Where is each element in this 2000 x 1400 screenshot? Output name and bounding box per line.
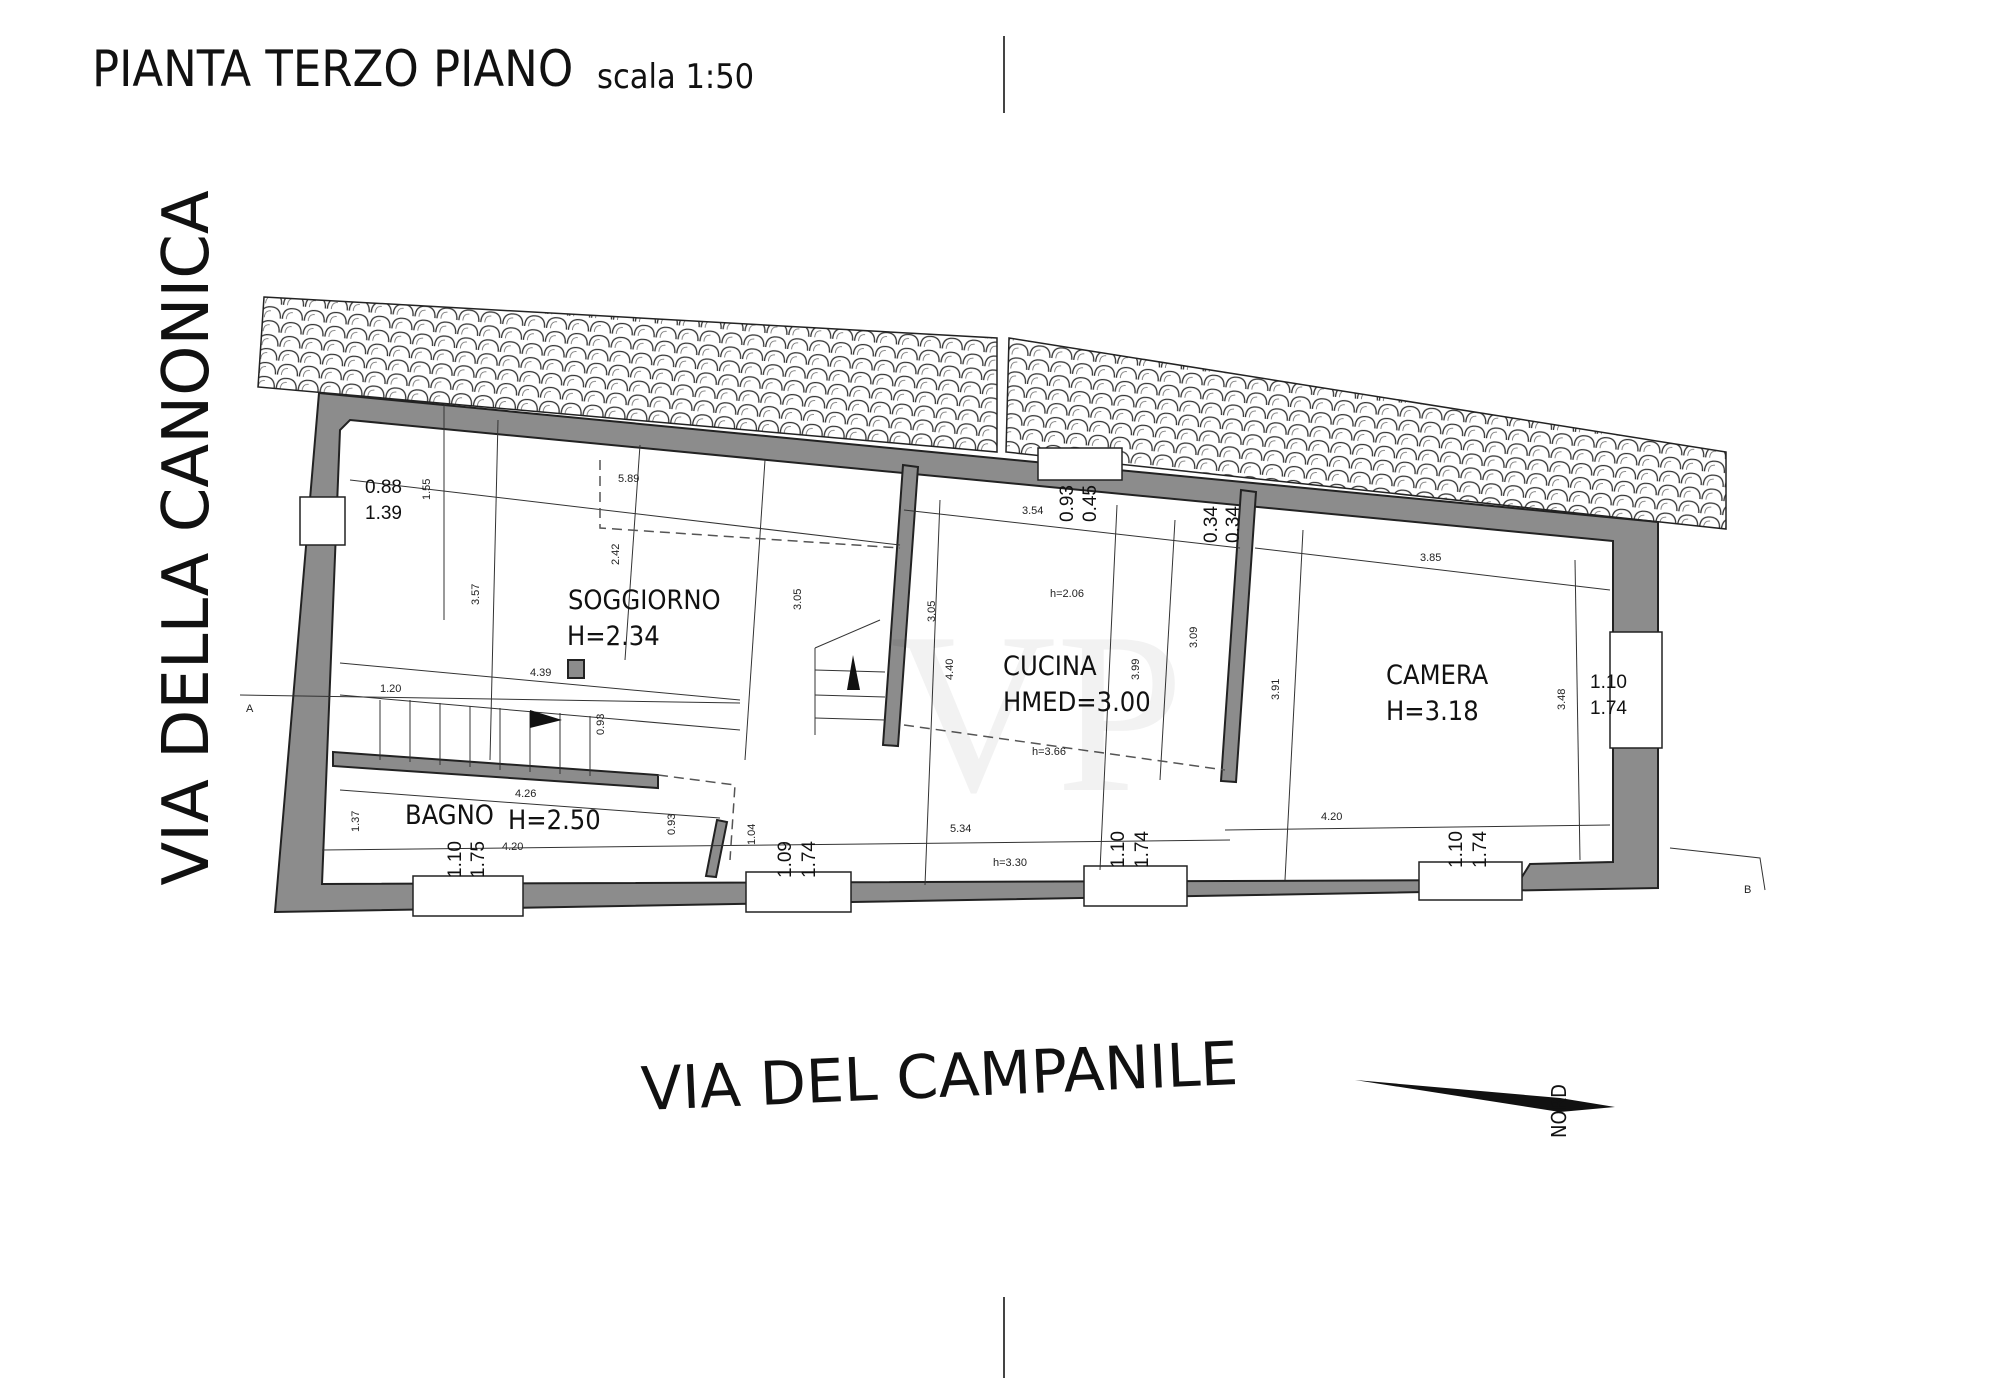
dim-label: 4.26 bbox=[515, 788, 536, 800]
wall-soggiorno-cucina bbox=[881, 463, 920, 748]
roof-tiles-right bbox=[1005, 337, 1727, 530]
room-bagno-height: H=2.50 bbox=[508, 805, 601, 836]
dim-label: 3.57 bbox=[470, 584, 482, 605]
dim-label: 1.10 bbox=[1446, 831, 1467, 868]
roof-projection-dashed bbox=[599, 460, 901, 549]
dim-label: 1.74 bbox=[799, 841, 820, 878]
watermark-logo: VP bbox=[890, 585, 1184, 840]
dim-label: 1.04 bbox=[746, 824, 758, 845]
stair-arrow-icon bbox=[530, 710, 562, 728]
dim-label: 5.34 bbox=[950, 823, 971, 835]
room-soggiorno-height: H=2.34 bbox=[567, 621, 660, 652]
room-camera-height: H=3.18 bbox=[1386, 696, 1479, 727]
street-via-della-canonica: VIA DELLA CANONICA bbox=[150, 190, 224, 886]
north-label: NORD bbox=[1547, 1084, 1571, 1138]
dim-label: h=3.66 bbox=[1032, 746, 1066, 758]
dim-label: 4.40 bbox=[944, 659, 956, 680]
dimension-lines bbox=[321, 405, 1611, 886]
dim-label: 5.89 bbox=[618, 473, 639, 485]
room-bagno-label: BAGNO bbox=[405, 800, 494, 831]
dim-label: 1.20 bbox=[380, 683, 401, 695]
dim-label: h=3.30 bbox=[993, 857, 1027, 869]
wall-bagno-door bbox=[704, 818, 729, 879]
room-cucina-label: CUCINA bbox=[1003, 651, 1097, 682]
dim-label: 1.74 bbox=[1470, 831, 1491, 868]
dim-label: 1.75 bbox=[468, 841, 489, 878]
dim-label: 4.39 bbox=[530, 667, 551, 679]
dimension-labels: 0.88 1.39 1.55 5.89 2.42 3.57 3.05 4.39 … bbox=[350, 473, 1627, 878]
windows bbox=[299, 447, 1663, 917]
dim-label: 0.34 bbox=[1201, 506, 1222, 543]
dim-label: 1.10 bbox=[1108, 831, 1129, 868]
section-mark-a: A bbox=[246, 703, 254, 715]
room-cucina-height: HMED=3.00 bbox=[1003, 687, 1151, 718]
section-line-b bbox=[1669, 847, 1766, 891]
dim-label: 1.74 bbox=[1132, 831, 1153, 868]
dim-label: 0.34 bbox=[1223, 506, 1244, 543]
wall-cucina-camera bbox=[1219, 488, 1258, 784]
dim-label: 1.10 bbox=[1590, 672, 1627, 693]
wall-bagno bbox=[332, 750, 659, 790]
plan-title: PIANTA TERZO PIANO bbox=[92, 40, 573, 98]
dim-label: 0.45 bbox=[1080, 485, 1101, 522]
dim-label: 3.85 bbox=[1420, 552, 1441, 564]
street-via-del-campanile: VIA DEL CAMPANILE bbox=[640, 1029, 1240, 1125]
dim-label: h=2.06 bbox=[1050, 588, 1084, 600]
roof-projection-dashed bbox=[903, 724, 1226, 771]
room-soggiorno-label: SOGGIORNO bbox=[568, 585, 721, 616]
dim-label: 4.20 bbox=[1321, 811, 1342, 823]
door-projection-dashed bbox=[657, 774, 736, 861]
dim-label: 3.99 bbox=[1130, 659, 1142, 680]
stair-arrow-icon bbox=[847, 655, 860, 690]
dim-label: 1.09 bbox=[775, 841, 796, 878]
dim-label: 4.20 bbox=[502, 841, 523, 853]
dim-label: 0.93 bbox=[666, 814, 678, 835]
dim-label: 2.42 bbox=[610, 544, 622, 565]
dim-label: 3.05 bbox=[792, 589, 804, 610]
dim-label: 1.74 bbox=[1590, 698, 1627, 719]
dim-label: 1.55 bbox=[421, 479, 433, 500]
dim-label: 3.05 bbox=[926, 601, 938, 622]
dim-label: 3.54 bbox=[1022, 505, 1043, 517]
pillar bbox=[567, 659, 585, 679]
dim-label: 0.93 bbox=[595, 714, 607, 735]
roof-tiles-left bbox=[257, 296, 998, 453]
section-mark-b: B bbox=[1744, 884, 1751, 896]
north-arrow-icon bbox=[1355, 1080, 1615, 1112]
dim-label: 1.39 bbox=[365, 503, 402, 524]
dim-label: 3.09 bbox=[1188, 627, 1200, 648]
section-line-a bbox=[239, 694, 741, 704]
room-camera-label: CAMERA bbox=[1386, 660, 1489, 691]
dim-label: 0.88 bbox=[365, 477, 402, 498]
dim-label: 1.37 bbox=[350, 811, 362, 832]
staircase bbox=[339, 619, 886, 776]
dim-label: 3.91 bbox=[1270, 679, 1282, 700]
dim-label: 3.48 bbox=[1556, 689, 1568, 710]
dim-label: 1.10 bbox=[445, 841, 466, 878]
plan-scale: scala 1:50 bbox=[597, 57, 754, 97]
dim-label: 0.93 bbox=[1057, 485, 1078, 522]
